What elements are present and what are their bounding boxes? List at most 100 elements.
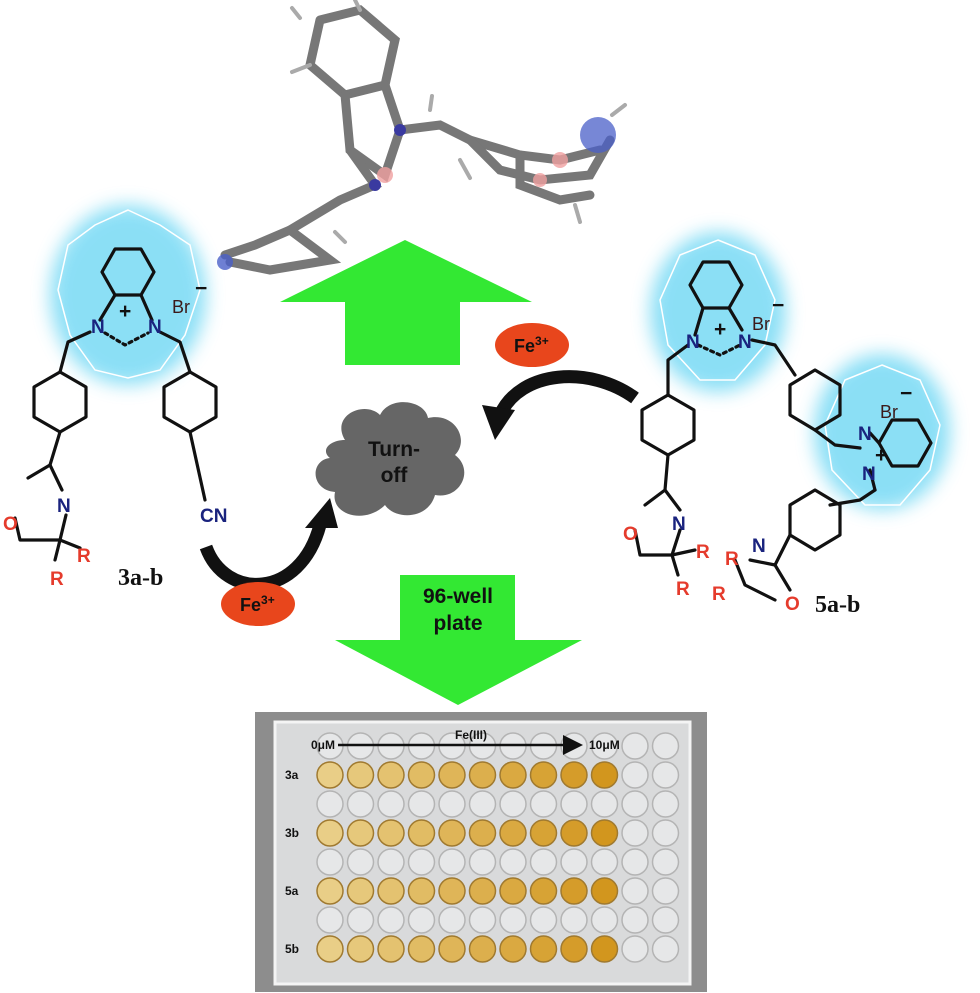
curved-arrow-left <box>199 523 327 591</box>
atom-n: N <box>862 464 876 485</box>
well <box>560 906 588 934</box>
well <box>590 848 619 876</box>
well <box>468 935 497 963</box>
up-arrow <box>280 240 532 365</box>
well <box>438 848 466 876</box>
well <box>407 877 436 905</box>
fe3-badge-right: Fe3+ <box>495 323 569 367</box>
curved-arrow-right <box>494 370 639 419</box>
well <box>377 935 405 963</box>
down-arrow: 96-well plate <box>335 575 582 705</box>
well <box>529 819 558 847</box>
compound-5a-b: N N + Br − N N + Br − O N R R N O R R 5a… <box>623 232 950 618</box>
down-arrow-text-1: 96-well <box>423 585 493 608</box>
charge-minus: − <box>195 277 207 300</box>
well <box>621 790 649 818</box>
well <box>316 877 344 905</box>
well <box>438 877 466 905</box>
svg-text:Fe3+: Fe3+ <box>514 334 549 356</box>
well <box>499 819 527 847</box>
compound-label-3a-b: 3a-b <box>118 565 163 591</box>
well <box>590 877 619 905</box>
well <box>438 790 466 818</box>
atom-r: R <box>676 579 690 600</box>
well <box>651 877 680 905</box>
well <box>316 790 344 818</box>
well <box>468 819 497 847</box>
atom-br: Br <box>172 297 190 317</box>
charge-minus: − <box>900 382 912 405</box>
well <box>316 761 344 789</box>
cloud-text-1: Turn- <box>368 438 420 461</box>
atom-cn: CN <box>200 506 227 527</box>
well <box>499 790 527 818</box>
well <box>468 877 497 905</box>
svg-text:Fe3+: Fe3+ <box>240 593 275 615</box>
row-label-3a: 3a <box>285 768 299 782</box>
well <box>651 906 680 934</box>
atom-r: R <box>50 569 64 590</box>
atom-r: R <box>696 542 710 563</box>
well <box>346 906 375 934</box>
well <box>560 819 588 847</box>
atom-n: N <box>738 332 752 353</box>
wells-grid <box>316 732 680 963</box>
well <box>499 761 527 789</box>
well <box>590 761 619 789</box>
atom-r: R <box>725 549 739 570</box>
crystal-structure <box>217 0 627 275</box>
well <box>651 732 680 760</box>
well <box>468 790 497 818</box>
plate-start-label: 0μM <box>311 738 335 752</box>
turn-off-cloud: Turn- off <box>315 402 465 516</box>
well <box>560 848 588 876</box>
well <box>377 790 405 818</box>
atom-n: N <box>148 317 162 338</box>
charge-plus: + <box>119 300 131 323</box>
well <box>621 848 649 876</box>
well <box>377 877 405 905</box>
fe-label: Fe <box>514 336 535 356</box>
well <box>590 732 619 760</box>
atom-br: Br <box>880 402 898 422</box>
well <box>438 761 466 789</box>
compound-3a-b: N N + Br − O N R R CN 3a-b <box>3 205 227 591</box>
well <box>377 761 405 789</box>
well <box>499 877 527 905</box>
well <box>590 790 619 818</box>
row-label-5a: 5a <box>285 884 299 898</box>
well <box>346 819 375 847</box>
atom-o: O <box>3 514 18 535</box>
atom-n: N <box>91 317 105 338</box>
well <box>499 906 527 934</box>
well <box>529 848 558 876</box>
well <box>316 935 344 963</box>
well <box>346 761 375 789</box>
well <box>407 819 436 847</box>
well <box>346 790 375 818</box>
atom-n: N <box>752 536 766 557</box>
plate-end-label: 10μM <box>589 738 620 752</box>
well <box>651 790 680 818</box>
well <box>529 790 558 818</box>
arrowhead <box>482 405 515 440</box>
well <box>438 906 466 934</box>
well-plate-photo: 0μM Fe(III) 10μM 3a 3b 5a 5b <box>255 712 707 992</box>
well <box>316 848 344 876</box>
row-label-5b: 5b <box>285 942 299 956</box>
charge-plus: + <box>875 444 887 467</box>
well <box>529 906 558 934</box>
well <box>621 819 649 847</box>
well <box>377 906 405 934</box>
well <box>529 877 558 905</box>
well <box>377 819 405 847</box>
well <box>560 877 588 905</box>
well <box>377 848 405 876</box>
well <box>346 877 375 905</box>
charge-label: 3+ <box>261 593 275 607</box>
well <box>651 761 680 789</box>
well <box>560 935 588 963</box>
atom-r: R <box>77 546 91 567</box>
fe-label: Fe <box>240 595 261 615</box>
atom-n: N <box>57 496 71 517</box>
